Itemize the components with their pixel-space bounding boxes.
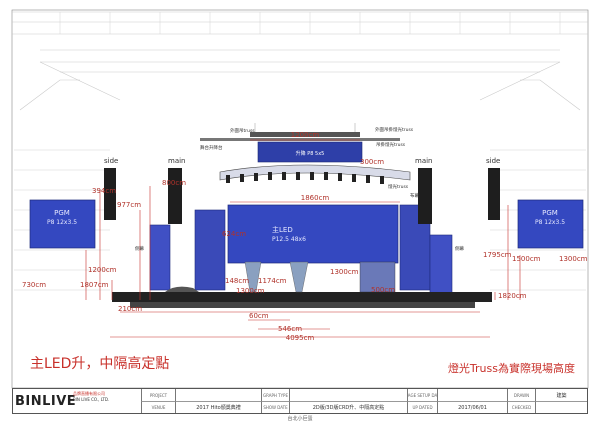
dim-500: 500cm: [371, 286, 395, 294]
label-center-note: 燈光truss: [388, 183, 409, 190]
drawn-value: 建築: [535, 389, 587, 401]
checked-value: [535, 401, 587, 413]
dim-1795: 1795cm: [483, 251, 512, 259]
dim-1820: 1820cm: [498, 292, 527, 300]
dim-546: 546cm: [278, 325, 302, 333]
stage-right-set: [359, 261, 396, 293]
top-sign-label: 升降 P8 5x5: [296, 150, 325, 157]
dim-394: 394cm: [92, 187, 116, 195]
main-left-label: main: [168, 157, 186, 165]
center-led-spec: P12.5 48x6: [272, 236, 306, 243]
speaker-main-right: [418, 168, 432, 224]
dim-977: 977cm: [117, 201, 141, 209]
speaker-side-right: [488, 168, 500, 220]
speaker-main-left: [168, 168, 182, 224]
stage-setup-header: STAGE SETUP DATE: [407, 389, 437, 401]
arena-roof: [12, 11, 588, 111]
right-pgm-screen: [517, 199, 584, 249]
venue-header: VENUE: [141, 401, 175, 413]
drawn-header: DRAWN: [507, 389, 535, 401]
upper-truss: [200, 138, 400, 141]
company-logo: BINLIVE: [15, 393, 77, 409]
dimension-lines: [85, 139, 521, 338]
company-name: 品牌直播有限公司 BIN LIVE CO., LTD.: [73, 391, 141, 412]
dim-148: 148cm: [225, 277, 249, 285]
curved-truss: [219, 164, 411, 181]
label-side-right: 側幕: [455, 245, 464, 252]
stage-front: [130, 302, 475, 308]
note-right: 燈光Truss為實際現場高度: [448, 361, 575, 375]
updated-header: UP DATED: [407, 401, 437, 413]
label-side-left: 側幕: [135, 245, 144, 252]
right-pgm-spec: P8 12x3.5: [535, 219, 565, 226]
center-led-title: 主LED: [272, 225, 293, 234]
right-pgm-title: PGM: [542, 209, 558, 217]
dim-210: 210cm: [118, 305, 142, 313]
dim-stage-top-right: 300cm: [360, 158, 384, 166]
dim-4095: 4095cm: [286, 334, 315, 342]
left-led-wing: [194, 209, 226, 291]
prop-column-right: [289, 261, 309, 293]
top-sign-screen: [257, 141, 363, 163]
label-truss-right-2: 外圍吊掛燈光truss: [375, 126, 414, 133]
project-value: [175, 389, 261, 401]
dim-1200: 1200cm: [88, 266, 117, 274]
checked-header: CHECKED: [507, 401, 535, 413]
dim-1300-left: 1300cm: [236, 287, 265, 295]
dim-1500: 1500cm: [512, 255, 541, 263]
stage-setup-value: [437, 389, 507, 401]
side-right-label: side: [486, 157, 500, 165]
dim-1807: 1807cm: [80, 281, 109, 289]
center-led-screen: [227, 204, 399, 264]
left-pgm-title: PGM: [54, 209, 70, 217]
left-pgm-screen: [29, 199, 96, 249]
show-date-header: SHOW DATE: [261, 401, 289, 413]
dim-top-width: 1200cm: [291, 131, 320, 139]
dim-624: 624cm: [222, 230, 246, 238]
dim-1300-mid: 1300cm: [330, 268, 359, 276]
left-led-column: [149, 224, 171, 291]
label-truss-right: 吊掛燈光truss: [376, 141, 406, 148]
dim-730: 730cm: [22, 281, 46, 289]
company-line-2: BIN LIVE CO., LTD.: [73, 397, 110, 402]
prop-column-left: [244, 261, 262, 293]
dim-60: 60cm: [249, 312, 269, 320]
dim-1300-right: 1300cm: [559, 255, 588, 263]
label-mid-note: 布幕: [410, 192, 419, 199]
top-truss: [250, 132, 360, 137]
dim-led-width: 1860cm: [301, 194, 330, 202]
graph-type-value: [289, 389, 407, 401]
venue-value: 2017 Hito頒獎典禮: [175, 401, 261, 413]
main-right-label: main: [415, 157, 433, 165]
label-elevator: 舞台升降台: [200, 144, 223, 151]
side-left-label: side: [104, 157, 118, 165]
project-header: PROJECT: [141, 389, 175, 401]
right-led-column: [429, 234, 453, 296]
light-fixtures: [226, 172, 384, 184]
label-truss-top: 外圍吊truss: [230, 127, 255, 134]
dim-1174: 1174cm: [258, 277, 287, 285]
dim-800: 800cm: [162, 179, 186, 187]
right-led-wing: [399, 204, 431, 291]
note-left: 主LED升，中隔高定點: [30, 355, 169, 372]
company-line-1: 品牌直播有限公司: [73, 391, 105, 396]
stage-car: [165, 286, 199, 292]
venue-caption: 台北小巨蛋: [287, 416, 313, 422]
speaker-side-left: [104, 168, 116, 220]
show-date-value: 2D版/3D版CRD升、中隔高定點: [289, 401, 407, 413]
arena-roof-ticks: [59, 12, 561, 34]
left-pgm-spec: P8 12x3.5: [47, 219, 77, 226]
graph-type-header: GRAPH TYPE: [261, 389, 289, 401]
updated-value: 2017/06/01: [437, 401, 507, 413]
stage-platform: [112, 292, 492, 302]
title-block: BINLIVE 品牌直播有限公司 BIN LIVE CO., LTD. PROJ…: [12, 388, 588, 414]
